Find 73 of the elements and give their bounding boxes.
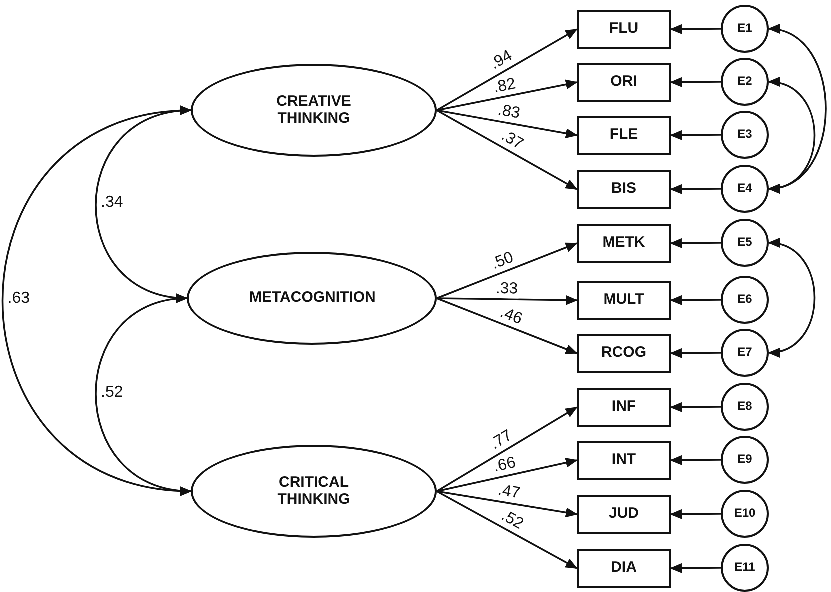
arrow [436, 490, 578, 518]
observed-variable-box [577, 224, 671, 263]
variable-label: JUD [608, 506, 639, 523]
observed-variable-box [577, 388, 671, 427]
arrow [670, 238, 721, 248]
variable-label: MULT [604, 292, 644, 309]
curved-double-arrow [2, 106, 192, 496]
observed-variable-box [577, 549, 671, 588]
arrow [670, 509, 721, 520]
variable-label: INT [612, 452, 636, 469]
arrow [670, 455, 721, 466]
error-term-circle [721, 544, 769, 592]
edge-label: .33 [494, 280, 520, 298]
variable-label: METK [602, 235, 646, 252]
arrow [436, 110, 578, 138]
variable-label: E4 [738, 182, 752, 196]
arrow [670, 563, 721, 574]
curved-double-arrow [768, 78, 816, 192]
arrow [436, 110, 578, 190]
variable-label: CREATIVE THINKING [276, 94, 352, 128]
variable-label: RCOG [602, 345, 646, 362]
arrow [670, 24, 721, 34]
arrow [436, 295, 578, 306]
arrow [670, 130, 721, 140]
error-term-circle [721, 111, 769, 159]
error-term-circle [721, 383, 769, 431]
variable-label: E2 [738, 75, 752, 89]
variable-label: E3 [738, 128, 752, 142]
variable-label: E1 [738, 22, 752, 36]
error-term-circle [721, 5, 769, 53]
observed-variable-box [577, 170, 671, 209]
observed-variable-box [577, 441, 671, 480]
curved-double-arrow [768, 240, 816, 356]
variable-label: CRITICAL THINKING [276, 474, 352, 508]
observed-variable-box [577, 10, 671, 49]
arrow [436, 242, 578, 300]
arrow [436, 28, 578, 112]
observed-variable-box [577, 116, 671, 155]
observed-variable-box [577, 495, 671, 534]
observed-variable-box [577, 334, 671, 373]
arrow [670, 77, 721, 88]
arrow [670, 402, 721, 412]
arrow [436, 490, 578, 570]
variable-label: E5 [738, 236, 752, 250]
variable-label: ORI [610, 74, 638, 91]
variable-label: E7 [738, 346, 752, 360]
observed-variable-box [577, 63, 671, 102]
variable-label: BIS [611, 181, 636, 198]
arrow [670, 184, 721, 194]
arrow [670, 295, 721, 306]
error-term-circle [721, 165, 769, 213]
error-term-circle [721, 329, 769, 377]
arrow [670, 348, 721, 358]
variable-label: INF [612, 399, 636, 416]
variable-label: E11 [734, 561, 756, 575]
arrow [436, 406, 578, 492]
variable-label: METACOGNITION [250, 290, 374, 307]
observed-variable-box [577, 281, 671, 320]
arrow [436, 458, 578, 492]
variable-label: E10 [734, 507, 756, 521]
arrow [436, 298, 578, 354]
variable-label: E9 [738, 453, 752, 467]
error-term-circle [721, 490, 769, 538]
variable-label: E8 [738, 400, 752, 414]
arrow [436, 80, 578, 112]
error-term-circle [721, 58, 769, 106]
error-term-circle [721, 276, 769, 324]
variable-label: E6 [738, 293, 752, 307]
variable-label: FLU [609, 21, 639, 38]
error-term-circle [721, 436, 769, 484]
variable-label: FLE [610, 127, 638, 144]
variable-label: DIA [611, 560, 637, 577]
error-term-circle [721, 219, 769, 267]
